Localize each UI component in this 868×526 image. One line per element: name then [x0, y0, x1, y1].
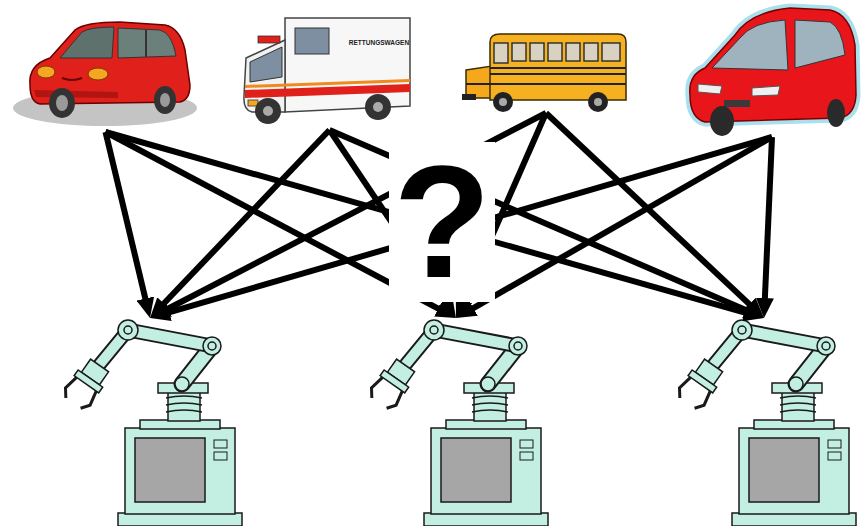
- small-car: [88, 68, 108, 80]
- small-car: [145, 30, 147, 57]
- ambulance: [263, 106, 273, 116]
- arrow-line: [162, 130, 329, 305]
- ambulance: [285, 18, 410, 112]
- school-bus: [588, 92, 608, 112]
- question-mark: ?: [389, 142, 495, 302]
- red-car: [712, 20, 788, 70]
- ambulance: [295, 28, 329, 54]
- small-car: [118, 28, 176, 58]
- school-bus: [566, 43, 580, 61]
- school-bus: [530, 43, 544, 61]
- small-car: [160, 93, 170, 107]
- ambulance: [255, 98, 281, 124]
- small-car: [34, 90, 118, 98]
- school-bus: [466, 66, 492, 98]
- school-bus: [494, 43, 620, 63]
- arrow-line: [472, 137, 772, 309]
- ambulance: [245, 79, 410, 88]
- school-bus: [490, 73, 626, 75]
- robot-picture: [366, 318, 546, 526]
- school-bus: [462, 34, 626, 112]
- ambulance: [373, 102, 383, 112]
- school-bus: [490, 67, 626, 69]
- school-bus: [584, 43, 598, 61]
- school-bus: [462, 94, 476, 100]
- small-car: [62, 78, 82, 80]
- red-car: [827, 99, 845, 127]
- arrow-line: [166, 113, 546, 310]
- robot-picture: [60, 318, 240, 526]
- small-car: [60, 27, 114, 58]
- red-car: [795, 20, 845, 68]
- school-bus: [594, 98, 602, 106]
- vehicle-picture: [18, 20, 193, 132]
- school-bus: [499, 98, 507, 106]
- school-bus: [602, 43, 620, 61]
- ambulance: [365, 94, 391, 120]
- robot-picture: [674, 318, 854, 526]
- vehicle-picture: RETTUNGSWAGEN: [242, 15, 417, 130]
- red-car: [710, 106, 734, 136]
- ambulance: [250, 47, 282, 82]
- school-bus: [512, 43, 526, 61]
- robot-arm: [61, 320, 242, 526]
- ambulance: [258, 36, 280, 43]
- label-box: ?: [389, 142, 495, 302]
- school-bus: [548, 43, 562, 61]
- red-car: [690, 8, 856, 136]
- small-car: [37, 66, 55, 78]
- robot-arm: [367, 320, 548, 526]
- school-bus: [466, 83, 626, 85]
- ambulance: [244, 18, 410, 124]
- small-car: [154, 86, 176, 114]
- robot-arm: [675, 320, 856, 526]
- small-car: [56, 95, 68, 111]
- school-bus: [493, 92, 513, 112]
- small-car: [13, 22, 197, 126]
- vehicle-lettering: RETTUNGSWAGEN: [349, 39, 409, 46]
- arrow-line: [106, 132, 146, 300]
- vehicle-picture: [683, 2, 861, 137]
- arrow-line: [765, 137, 772, 300]
- arrow-line: [330, 130, 748, 311]
- red-car: [724, 100, 750, 107]
- small-car: [49, 88, 75, 118]
- red-car: [752, 86, 780, 96]
- red-car: [698, 84, 722, 94]
- arrow-line: [167, 137, 772, 313]
- vehicle-picture: [462, 28, 630, 113]
- school-bus: [494, 43, 508, 63]
- school-bus: [490, 34, 626, 100]
- arrow-line: [106, 132, 747, 313]
